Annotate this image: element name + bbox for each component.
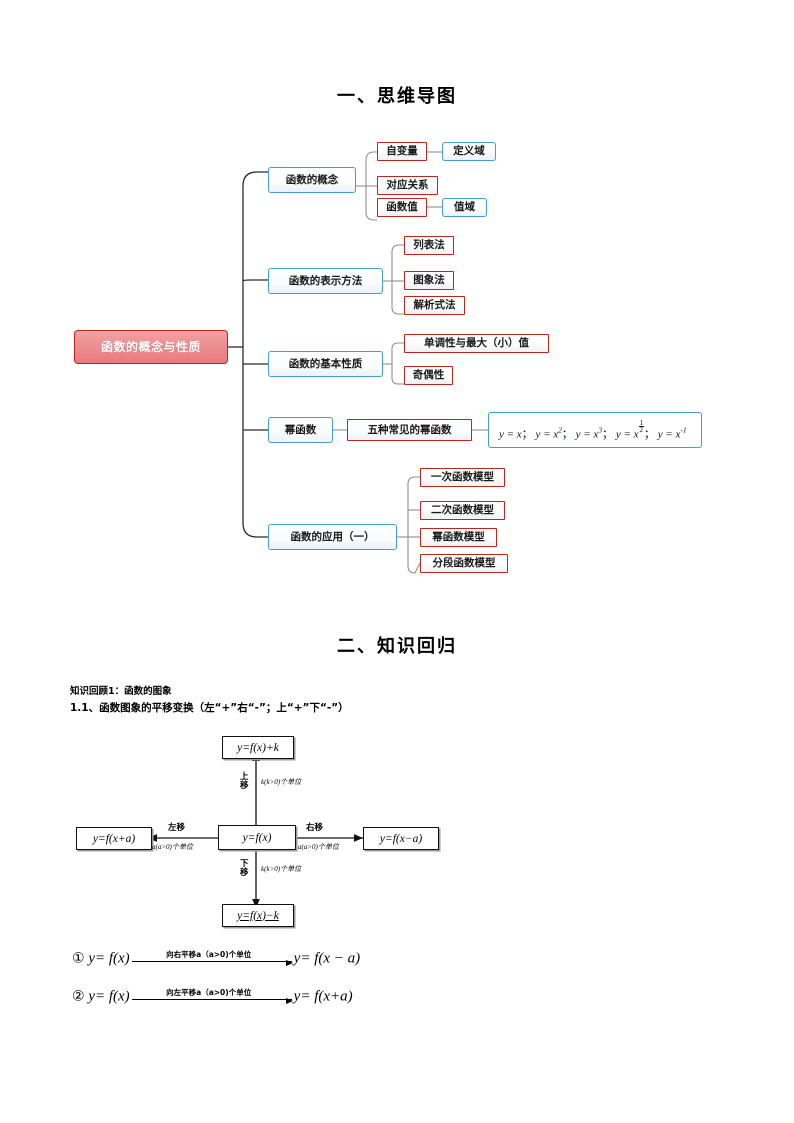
section-title-review: 二、知识回归: [337, 636, 457, 657]
shift-right-units: a(a>0)个单位: [298, 843, 339, 851]
review-heading-2: 1.1、函数图象的平移变换（左“+”右“-”；上“+”下“-”）: [70, 702, 349, 714]
shift-up-label: 上移: [240, 772, 249, 791]
mindmap-branch-power-function[interactable]: 幂函数: [268, 417, 333, 443]
mindmap-branch-representation[interactable]: 函数的表示方法: [268, 268, 383, 294]
shift-center-box: y=f(x): [218, 825, 296, 850]
shift-left-units: a(a>0)个单位: [152, 843, 193, 851]
formula-2-arrow: 向左平移a（a>0)个单位: [131, 986, 293, 1008]
mindmap-node-range[interactable]: 值域: [442, 198, 487, 217]
mindmap-node-analytic-method[interactable]: 解析式法: [404, 296, 465, 315]
shift-diagram-arrows: [148, 752, 363, 908]
mindmap-node-table-method[interactable]: 列表法: [404, 236, 454, 255]
formula-2-rhs-var: y: [293, 988, 301, 1005]
formula-2-arrow-bar: [131, 998, 292, 1000]
shift-down-units: k(k>0)个单位: [261, 865, 302, 873]
mindmap-branch-concept[interactable]: 函数的概念: [268, 167, 356, 193]
mind-map: 函数的概念与性质 函数的概念 自变量 定义域 对应关系 函数值 值域 函数的表示…: [74, 142, 702, 574]
formula-1-rhs-var: y: [293, 950, 301, 967]
formula-2-marker: ②: [72, 989, 85, 1005]
formula-1-caption: 向右平移a（a>0)个单位: [166, 950, 252, 959]
shift-left-label: 左移: [168, 823, 186, 833]
formula-1-arrow-head: [285, 959, 293, 966]
mindmap-branch-application[interactable]: 函数的应用（一）: [268, 524, 397, 550]
shift-up-box: y=f(x)+k: [222, 736, 294, 759]
mindmap-node-function-value[interactable]: 函数值: [377, 198, 427, 217]
mindmap-node-power-model[interactable]: 幂函数模型: [420, 528, 497, 547]
mindmap-node-parity[interactable]: 奇偶性: [404, 366, 453, 385]
mindmap-node-linear-model[interactable]: 一次函数模型: [420, 468, 505, 487]
mindmap-branch-properties[interactable]: 函数的基本性质: [268, 351, 383, 377]
mindmap-node-five-power-functions[interactable]: 五种常见的幂函数: [347, 419, 472, 441]
formula-2-rhs: = f(x+a): [300, 988, 353, 1005]
mindmap-node-monotonicity-extrema[interactable]: 单调性与最大（小）值: [404, 334, 549, 353]
mindmap-node-graph-method[interactable]: 图象法: [404, 271, 454, 290]
formula-2-caption: 向左平移a（a>0)个单位: [166, 988, 252, 997]
formula-1-lhs-var: y: [88, 950, 95, 967]
mindmap-root-node[interactable]: 函数的概念与性质: [74, 330, 228, 364]
mindmap-node-domain[interactable]: 定义域: [442, 142, 496, 161]
formula-1-lhs: = f(x): [94, 950, 130, 967]
formula-2-lhs-var: y: [88, 988, 95, 1005]
mindmap-node-correspondence[interactable]: 对应关系: [377, 176, 438, 195]
shift-right-box: y=f(x−a): [363, 827, 439, 850]
formula-2-arrow-head: [285, 997, 293, 1004]
formula-1-marker: ①: [72, 951, 85, 967]
shift-transform-diagram: y=f(x) y=f(x)+k y=f(x)−k y=f(x+a) y=f(x−…: [0, 728, 520, 928]
formula-1-arrow-bar: [131, 960, 292, 962]
mindmap-node-piecewise-model[interactable]: 分段函数模型: [420, 554, 508, 573]
mind-map-connectors: [228, 151, 488, 574]
review-heading-1: 知识回顾1：函数的图象: [70, 686, 172, 697]
shift-down-box: y=f(x)−k: [222, 904, 294, 927]
formula-1-arrow: 向右平移a（a>0)个单位: [131, 948, 293, 970]
formula-1-rhs: = f(x − a): [300, 950, 361, 967]
mindmap-node-quadratic-model[interactable]: 二次函数模型: [420, 501, 505, 520]
shift-down-label: 下移: [240, 859, 249, 878]
shift-right-label: 右移: [306, 823, 324, 833]
shift-up-units: k(k>0)个单位: [261, 778, 302, 786]
section-title-mindmap: 一、思维导图: [337, 86, 457, 107]
shift-left-box: y=f(x+a): [76, 827, 152, 850]
formula-2-lhs: = f(x): [94, 988, 130, 1005]
mindmap-node-independent-variable[interactable]: 自变量: [377, 142, 427, 161]
